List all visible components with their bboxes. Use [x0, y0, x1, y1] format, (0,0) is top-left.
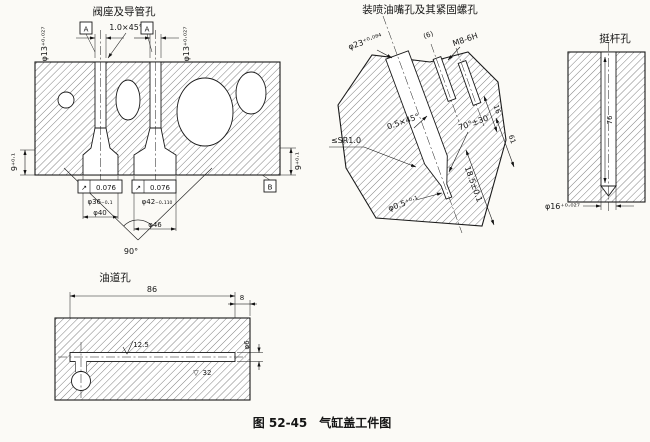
datum-flag-b: B: [261, 174, 277, 193]
dim-depth76-label: 76: [606, 115, 614, 124]
runout-frame-right: ↗ 0.076: [131, 179, 177, 194]
dim-sr-label: ≤SR1.0: [331, 136, 361, 145]
roughness-32-label: 32: [203, 369, 212, 377]
tappet-section: 挺杆孔 76 φ16⁺⁰·⁰²⁷: [545, 32, 646, 212]
figure-caption: 图 52-45 气缸盖工件图: [253, 415, 392, 430]
dim-d46-label: φ46: [148, 221, 162, 229]
valve-section-title: 阀座及导管孔: [93, 5, 156, 18]
datum-flag-a2: A: [140, 21, 154, 53]
water-jacket-cavity-1: [115, 79, 141, 121]
oil-passage-section: 油道孔 86 8 φ6 12: [54, 271, 263, 401]
dim-d16-label: φ16⁺⁰·⁰²⁷: [545, 202, 580, 211]
injector-section-title: 装喷油嘴孔及其紧固螺孔: [362, 3, 478, 16]
dim-8-label: 8: [240, 294, 244, 302]
port-cavity: [176, 77, 234, 147]
finish-triangle-icon: ▽: [193, 369, 199, 377]
dim-61-label: 61: [507, 134, 518, 145]
water-jacket-cavity-2: [235, 71, 267, 115]
runout-left-value: 0.076: [96, 184, 117, 192]
oil-section-title: 油道孔: [99, 271, 131, 284]
valve-seat-section: 阀座及导管孔 φ13⁺⁰·⁰²⁷ 1.0×45° φ13⁺⁰·⁰²⁷: [10, 5, 303, 256]
runout-symbol-right: ↗: [135, 184, 141, 192]
datum-a2-label: A: [145, 26, 150, 34]
dim-thread-label: M8-6H: [451, 31, 478, 48]
dim-lines-guide-holes: [76, 32, 179, 59]
dim-16-label: 16: [492, 104, 503, 116]
valve-seat-right: [133, 127, 177, 176]
dim-d6: φ6: [237, 340, 263, 370]
dim-d16: φ16⁺⁰·⁰²⁷: [545, 186, 634, 211]
datum-flag-a1: A: [79, 21, 96, 53]
dim-d13-left-label: φ13⁺⁰·⁰²⁷: [40, 26, 49, 61]
roughness-12-5: 12.5: [122, 340, 149, 355]
tapped-hole-2: [457, 60, 482, 106]
dim-8: 8: [228, 294, 257, 316]
tapped-hole-1: [432, 56, 457, 102]
roughness-32: ▽ 32: [193, 369, 211, 377]
dim-ref6-label: (6): [422, 30, 434, 41]
datum-a1-label: A: [84, 26, 89, 34]
dim-9-left-label: 9⁺⁰·¹: [10, 153, 19, 171]
ext-lines-guide-holes: [94, 34, 162, 58]
dim-d6-label: φ6: [243, 340, 251, 350]
dim-86-label: 86: [147, 285, 157, 294]
injector-section: 装喷油嘴孔及其紧固螺孔 φ23⁺⁰·⁰⁸⁴ (6) M8-6H 0.5×45° …: [329, 3, 518, 234]
runout-right-value: 0.076: [150, 184, 171, 192]
valve-cavity-small: [57, 91, 75, 109]
seat-angle-label: 90°: [124, 247, 138, 256]
dim-d23-label: φ23⁺⁰·⁰⁸⁴: [347, 32, 383, 52]
roughness-12-5-label: 12.5: [133, 341, 149, 349]
tappet-section-title: 挺杆孔: [599, 32, 631, 45]
dim-d36-label: φ36₋₀.₁: [87, 198, 112, 206]
tapped-hole-1-centerline: [430, 43, 460, 123]
tapped-hole-2-centerline: [455, 47, 485, 127]
dim-d40-label: φ40: [93, 209, 107, 217]
injector-leaders: [329, 46, 515, 226]
datum-b-label: B: [268, 184, 273, 192]
dim-9-right-label: 9⁺⁰·¹: [294, 152, 303, 170]
runout-symbol-left: ↗: [81, 184, 87, 192]
dim-9-left: 9⁺⁰·¹: [10, 149, 35, 176]
runout-frame-left: ↗ 0.076: [77, 179, 123, 194]
injector-bore: [385, 50, 453, 200]
valve-seat-left: [82, 127, 119, 176]
dim-d42-label: φ42₋₀.₁₁₀: [142, 198, 173, 206]
dim-chamfer-label: 1.0×45°: [109, 23, 143, 32]
dim-9-right: 9⁺⁰·¹: [280, 147, 303, 176]
dim-d13-right-label: φ13⁺⁰·⁰²⁷: [182, 26, 191, 61]
injector-axis-centerline: [382, 15, 463, 234]
